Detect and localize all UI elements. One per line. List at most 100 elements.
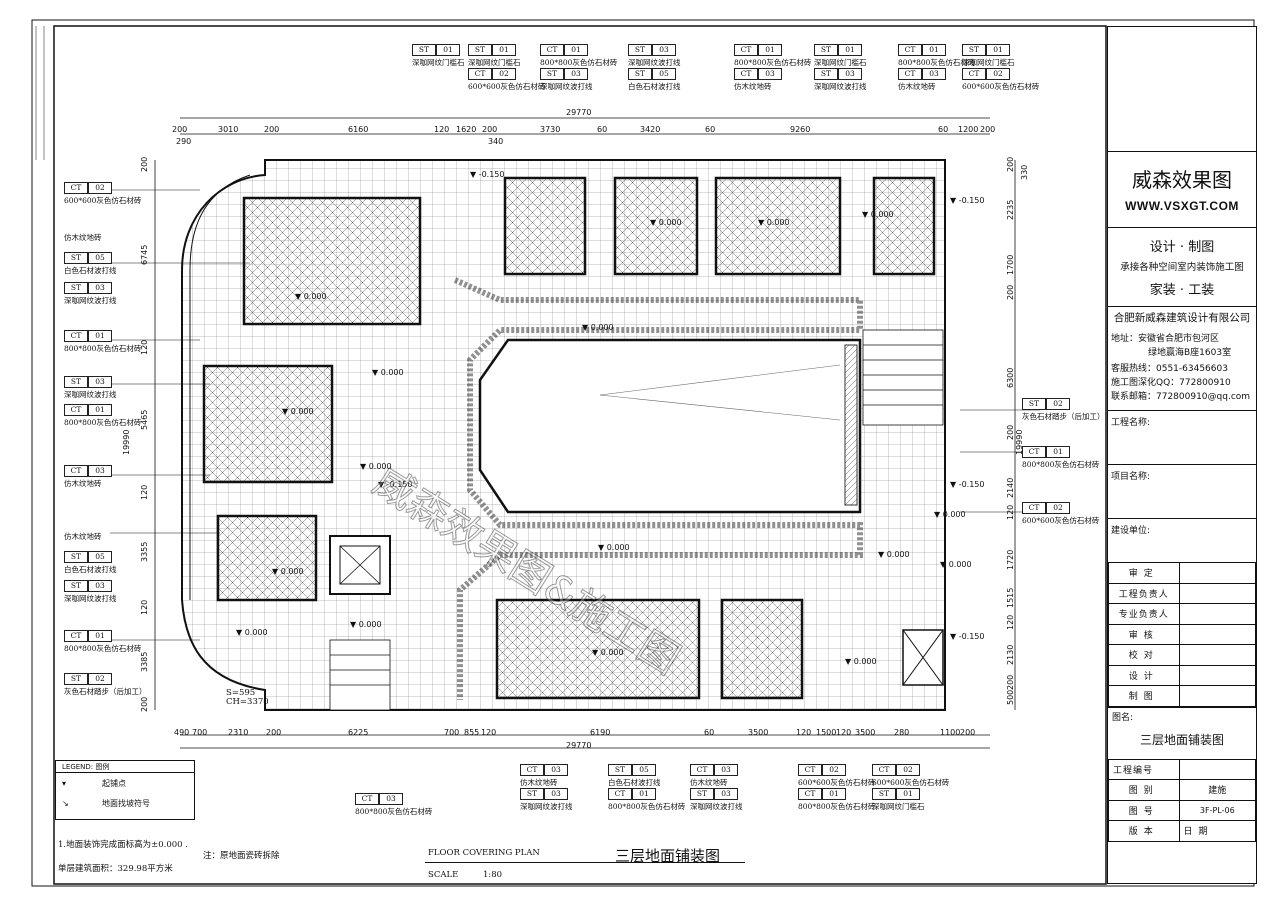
- dimension-text: 60: [705, 125, 716, 134]
- start-point-icon: ▾: [62, 778, 67, 788]
- builder-field: 建设单位:: [1108, 518, 1256, 562]
- dimension-text: 60: [597, 125, 608, 134]
- dimension-text: 2310: [228, 728, 249, 737]
- dimension-text: 500: [1006, 689, 1015, 705]
- tag-text: 600*600灰色仿石材砖: [798, 778, 876, 787]
- dimension-text: 1200: [958, 125, 979, 134]
- tag-text: 仿木纹地砖: [690, 778, 728, 787]
- level-mark-negative: ▼ -0.150: [950, 632, 985, 641]
- scale-label: SCALE: [428, 870, 459, 880]
- drawing-title-cn: 三层地面铺装图: [615, 847, 721, 865]
- dimension-text: 120: [140, 339, 149, 355]
- map-name-value: 三层地面铺装图: [1139, 732, 1224, 747]
- tag-text: 灰色石材踏步（后加工）: [64, 687, 147, 696]
- dimension-text: 3500: [748, 728, 769, 737]
- dimension-text: 6225: [348, 728, 369, 737]
- level-mark: ▼ 0.000: [282, 407, 314, 416]
- dimension-text: 60: [704, 728, 715, 737]
- firm-name: 合肥新威森建筑设计有限公司: [1113, 312, 1251, 324]
- tag-text: 深咖网纹波打线: [690, 802, 743, 811]
- dimension-text: 855: [464, 728, 480, 737]
- tag-text: 600*600灰色仿石材砖: [872, 778, 950, 787]
- bottom-total-dimension: 29770: [566, 741, 592, 750]
- level-mark: ▼ 0.000: [272, 567, 304, 576]
- tag-text: 600*600灰色仿石材砖: [962, 82, 1040, 91]
- dimension-text: 120: [1006, 504, 1015, 520]
- tag-text: 仿木纹地砖: [734, 82, 772, 91]
- dimension-text: 1620: [456, 125, 477, 134]
- tag-text: 白色石材波打线: [608, 778, 661, 787]
- level-mark: ▼ 0.000: [862, 210, 894, 219]
- title-block: 威森效果图 WWW.VSXGT.COM 设计 · 制图 承接各种空间室内装饰施工…: [1107, 26, 1257, 884]
- version-label: 版本: [1108, 820, 1180, 842]
- dimension-text: 330: [1020, 164, 1029, 180]
- slogan-home: 家装 · 工装: [1149, 283, 1215, 298]
- legend-title: LEGEND: 图例: [56, 761, 194, 773]
- level-mark: ▼ 0.000: [372, 368, 404, 377]
- approval-role: 校对: [1108, 644, 1180, 666]
- dimension-text: 200: [264, 125, 280, 134]
- level-mark: ▼ 0.000: [295, 292, 327, 301]
- tag-text: 深咖网纹门槛石: [872, 802, 925, 811]
- tag-text: 仿木纹地砖: [520, 778, 558, 787]
- dimension-text: 1500: [816, 728, 837, 737]
- map-name-field: 图名: 三层地面铺装图: [1108, 706, 1256, 759]
- tag-text: 仿木纹地砖: [64, 479, 102, 488]
- drawing-no-label: 图号: [1108, 799, 1180, 821]
- tag-text: 深咖网纹波打线: [64, 296, 117, 305]
- firm-section: 合肥新威森建筑设计有限公司 地址：安徽省合肥市包河区 绿地赢海B座1603室 客…: [1108, 306, 1256, 405]
- slogan-service: 承接各种空间室内装饰施工图: [1120, 262, 1244, 273]
- level-mark-negative: ▼ -0.150: [470, 170, 505, 179]
- dimension-text: 3420: [640, 125, 661, 134]
- dimension-text: 120: [481, 728, 497, 737]
- stair-note-ch: CH=3370: [226, 697, 269, 707]
- tag-text: 600*600灰色仿石材砖: [64, 196, 142, 205]
- project-no-label: 工程编号: [1108, 758, 1180, 780]
- dimension-text: 2130: [1006, 644, 1015, 665]
- dimension-text: 3010: [218, 125, 239, 134]
- dimension-text: 3385: [140, 651, 149, 672]
- dimension-text: 490: [174, 728, 190, 737]
- drawing-no-value: 3F-PL-06: [1178, 799, 1257, 821]
- tag-text: 白色石材波打线: [64, 565, 117, 574]
- dimension-text: 6745: [140, 244, 149, 265]
- tag-text: 800*800灰色仿石材砖: [355, 807, 433, 816]
- note-remove-tiles: 注：原地面瓷砖拆除: [203, 851, 280, 861]
- tag-text: 800*800灰色仿石材砖: [734, 58, 812, 67]
- dimension-text: 120: [434, 125, 450, 134]
- approval-role: 设计: [1108, 664, 1180, 686]
- approval-role: 审定: [1108, 562, 1180, 584]
- dimension-text: 200: [140, 156, 149, 172]
- project-name-field: 工程名称:: [1108, 410, 1256, 464]
- date-label: 日期: [1178, 820, 1257, 842]
- approval-role: 专业负责人: [1108, 603, 1180, 625]
